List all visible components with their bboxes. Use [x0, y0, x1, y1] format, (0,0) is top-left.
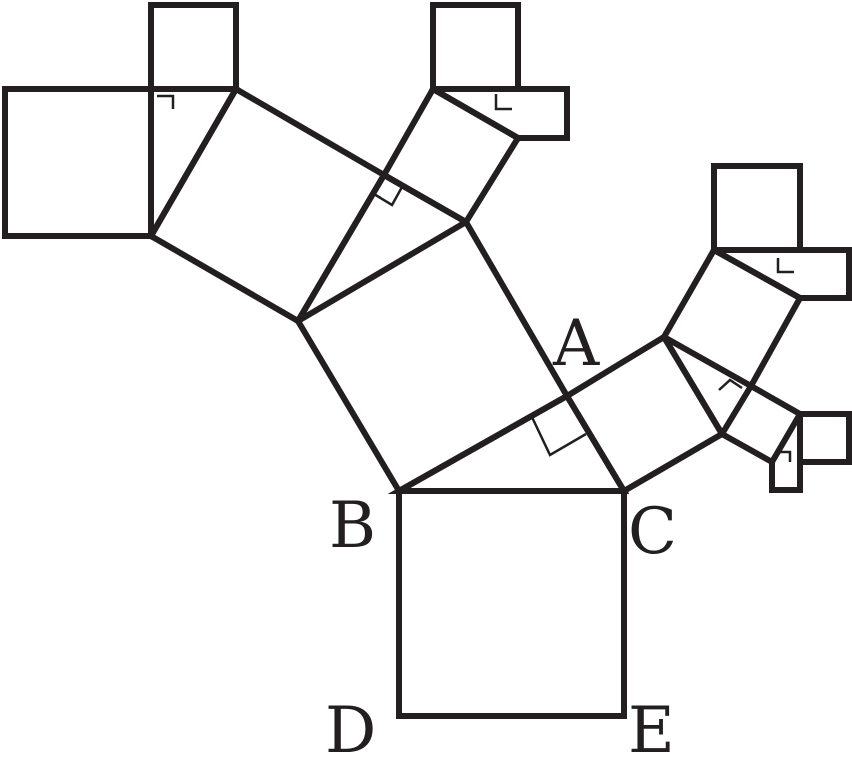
- square-on-ba: [293, 217, 572, 496]
- triangle-level3-right: [709, 245, 805, 303]
- square-level3-far-left-small: [148, 2, 239, 92]
- triangle-level3-upper: [428, 84, 523, 143]
- triangle-bac: [387, 391, 630, 494]
- label-d: D: [325, 694, 376, 768]
- square-level3-far-left-large: [2, 86, 239, 239]
- label-c: C: [628, 495, 677, 569]
- label-e: E: [628, 694, 675, 768]
- square-level3-right-small: [797, 247, 852, 301]
- label-a: A: [552, 307, 600, 381]
- right-angle-mark-level2-right: [718, 378, 743, 391]
- label-b: B: [329, 489, 376, 563]
- square-level3-upper-small: [515, 86, 570, 141]
- square-level3-lower-right-a: [797, 411, 852, 465]
- right-angle-mark-level3-upper: [494, 94, 512, 111]
- triangle-level2-right: [659, 332, 727, 439]
- square-level2-left: [146, 84, 389, 326]
- right-angle-mark-level3-lower-right: [779, 450, 792, 462]
- base-square-bced: [396, 488, 627, 719]
- right-angle-mark-level3-right: [776, 258, 794, 274]
- square-level3-upper-tall: [430, 2, 521, 92]
- right-angle-mark-level2: [373, 186, 404, 207]
- triangle-level3-far-left: [146, 84, 241, 241]
- right-angle-mark-level3-far-left: [157, 94, 175, 109]
- triangle-level2-left: [293, 170, 471, 326]
- square-level3-lower-right-b: [769, 411, 803, 493]
- right-angle-mark-a: [529, 414, 587, 457]
- square-level3-right-tall: [711, 163, 803, 253]
- square-level2-right-lower: [717, 381, 805, 467]
